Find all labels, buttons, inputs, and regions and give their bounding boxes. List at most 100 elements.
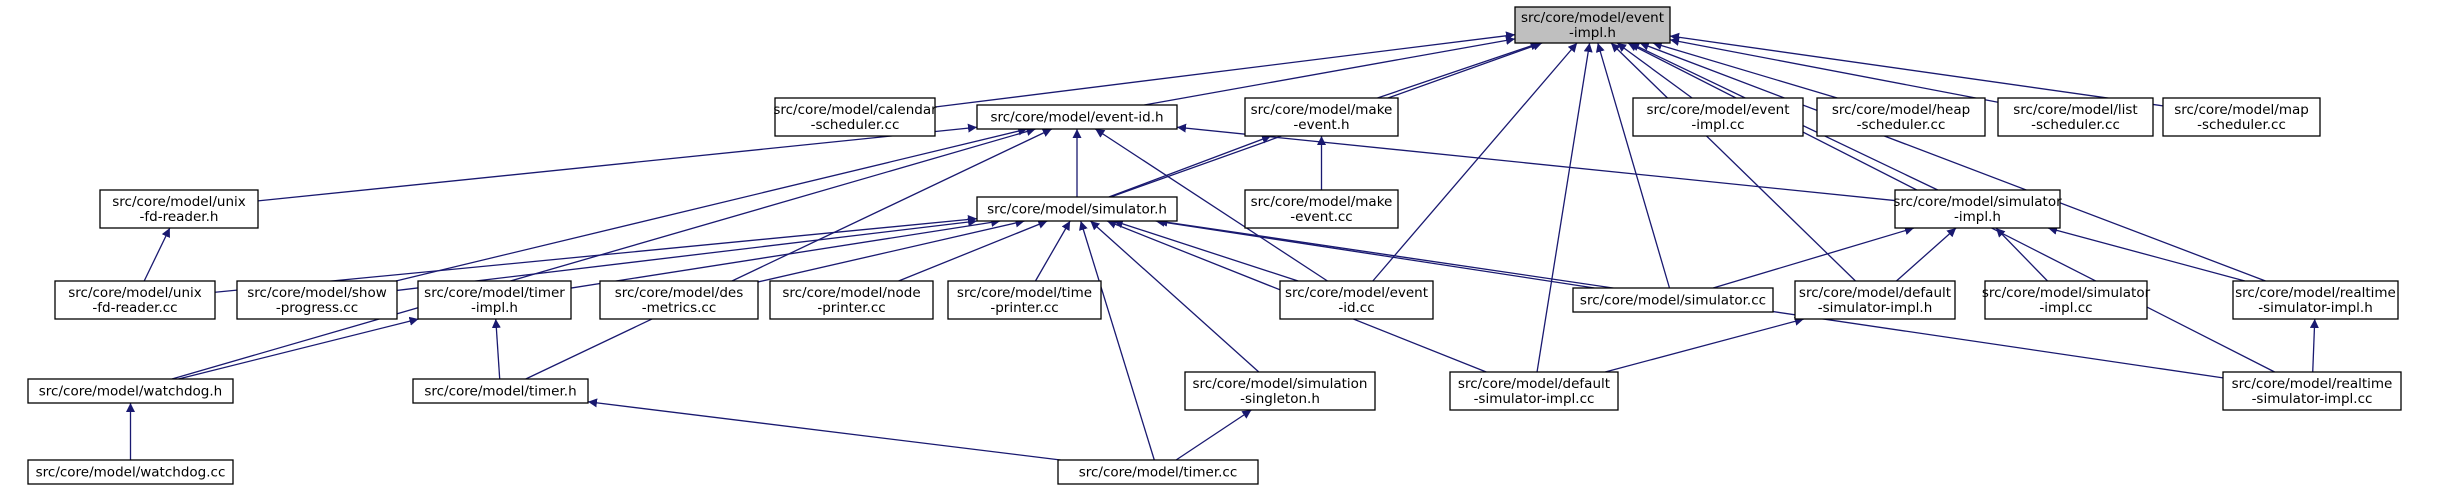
- node-box: [236, 280, 398, 320]
- node-unix-fd-reader-h[interactable]: src/core/model/unix-fd-reader.h: [99, 189, 259, 229]
- node-label-line: -simulator-impl.cc: [2252, 391, 2373, 407]
- edge-timer-h-to-timer-impl-h: [491, 318, 501, 380]
- edge-line: [2047, 225, 2246, 282]
- edge-des-metrics-cc-to-simulator-h: [757, 218, 1025, 283]
- node-label-line: -impl.h: [1569, 25, 1616, 41]
- node-label-line: -scheduler.cc: [2031, 117, 2120, 133]
- node-label-line: src/core/model/heap: [1832, 102, 1970, 118]
- edge-line: [1610, 42, 1856, 282]
- nodes-layer: src/core/model/event-impl.h src/core/mode…: [27, 6, 2402, 485]
- edge-show-progress-cc-to-simulator-h: [396, 217, 978, 292]
- node-label-line: src/core/model/make: [1251, 102, 1393, 118]
- node-box: [2162, 97, 2321, 137]
- node-simulator-h[interactable]: src/core/model/simulator.h: [976, 196, 1178, 222]
- edge-line: [178, 316, 419, 380]
- edge-list-scheduler-cc-to-event-impl-h: [1669, 37, 1999, 103]
- edge-calendar-scheduler-cc-to-event-impl-h: [934, 31, 1516, 108]
- node-unix-fd-reader-cc[interactable]: src/core/model/unix-fd-reader.cc: [54, 280, 216, 320]
- edge-line: [1605, 316, 1804, 373]
- node-label-line: -progress.cc: [276, 300, 358, 316]
- node-simulator-impl-h[interactable]: src/core/model/simulator-impl.h: [1893, 189, 2062, 229]
- node-realtime-simulator-impl-cc[interactable]: src/core/model/realtime-simulator-impl.c…: [2222, 371, 2402, 411]
- node-event-impl-cc[interactable]: src/core/model/event-impl.cc: [1632, 97, 1804, 137]
- edge-line: [1639, 41, 2266, 282]
- node-event-id-h[interactable]: src/core/model/event-id.h: [976, 104, 1178, 130]
- edge-unix-fd-reader-h-to-event-id-h: [257, 123, 978, 202]
- node-box: [1514, 6, 1671, 44]
- node-watchdog-cc[interactable]: src/core/model/watchdog.cc: [27, 459, 234, 485]
- node-list-scheduler-cc[interactable]: src/core/model/list-scheduler.cc: [1997, 97, 2154, 137]
- node-default-simulator-impl-cc[interactable]: src/core/model/default-simulator-impl.cc: [1449, 371, 1619, 411]
- node-box: [976, 196, 1178, 222]
- node-default-simulator-impl-h[interactable]: src/core/model/default-simulator-impl.h: [1794, 280, 1956, 320]
- edge-event-id-cc-to-event-id-h: [1094, 128, 1328, 282]
- node-label-line: -impl.h: [1954, 209, 2001, 225]
- node-time-printer-cc[interactable]: src/core/model/time-printer.cc: [947, 280, 1102, 320]
- node-heap-scheduler-cc[interactable]: src/core/model/heap-scheduler.cc: [1816, 97, 1986, 137]
- node-box: [1057, 459, 1259, 485]
- edge-line: [143, 227, 171, 282]
- edge-heap-scheduler-cc-to-event-impl-h: [1652, 41, 1838, 99]
- edge-simulator-h-to-make-event-h: [1108, 134, 1272, 198]
- node-watchdog-h[interactable]: src/core/model/watchdog.h: [27, 378, 234, 404]
- edge-timer-cc-to-simulation-singleton-h: [1175, 409, 1252, 461]
- node-label-line: src/core/model/show: [247, 285, 387, 301]
- node-box: [1794, 280, 1956, 320]
- node-realtime-simulator-impl-h[interactable]: src/core/model/realtime-simulator-impl.h: [2232, 280, 2399, 320]
- node-box: [1997, 97, 2154, 137]
- node-calendar-scheduler-cc[interactable]: src/core/model/calendar-scheduler.cc: [773, 97, 937, 137]
- edge-unix-fd-reader-cc-to-unix-fd-reader-h: [143, 227, 171, 282]
- edge-line: [1616, 42, 1693, 99]
- edge-line: [1144, 35, 1516, 106]
- node-event-impl-h[interactable]: src/core/model/event-impl.h: [1514, 6, 1671, 44]
- edge-line: [1372, 42, 1578, 282]
- node-box: [2222, 371, 2402, 411]
- edge-default-simulator-impl-h-to-event-impl-h: [1610, 42, 1856, 282]
- node-label-line: -event.h: [1293, 117, 1349, 133]
- node-make-event-cc[interactable]: src/core/model/make-event.cc: [1244, 189, 1399, 229]
- node-timer-h[interactable]: src/core/model/timer.h: [412, 378, 589, 404]
- edge-line: [898, 220, 1048, 282]
- edge-line: [1652, 41, 1838, 99]
- node-box: [1572, 287, 1774, 313]
- edge-line: [570, 217, 1001, 289]
- node-box: [1184, 371, 1376, 411]
- node-label-line: -fd-reader.cc: [92, 300, 177, 316]
- node-label-line: src/core/model/make: [1251, 194, 1393, 210]
- node-label-line: -simulator-impl.h: [2258, 300, 2373, 316]
- node-label-line: -singleton.h: [1240, 391, 1320, 407]
- edge-event-impl-cc-to-event-impl-h: [1616, 42, 1693, 99]
- node-map-scheduler-cc[interactable]: src/core/model/map-scheduler.cc: [2162, 97, 2321, 137]
- node-des-metrics-cc[interactable]: src/core/model/des-metrics.cc: [599, 280, 759, 320]
- edge-line: [1712, 226, 1915, 289]
- node-box: [99, 189, 259, 229]
- edge-line: [257, 123, 978, 202]
- edge-watchdog-h-to-event-id-h: [171, 127, 1036, 380]
- node-box: [1279, 280, 1434, 320]
- node-event-id-cc[interactable]: src/core/model/event-id.cc: [1279, 280, 1434, 320]
- node-make-event-h[interactable]: src/core/model/make-event.h: [1244, 97, 1399, 137]
- node-timer-cc[interactable]: src/core/model/timer.cc: [1057, 459, 1259, 485]
- node-simulator-cc[interactable]: src/core/model/simulator.cc: [1572, 287, 1774, 313]
- node-label-line: src/core/model/timer.h: [424, 384, 576, 400]
- node-label-line: -impl.cc: [2039, 300, 2092, 316]
- edge-realtime-simulator-impl-h-to-event-impl-h: [1639, 41, 2266, 282]
- edge-watchdog-h-to-timer-impl-h: [178, 316, 419, 380]
- node-label-line: -id.cc: [1338, 300, 1374, 316]
- edge-timer-impl-h-to-simulator-h: [570, 217, 1001, 289]
- node-label-line: src/core/model/unix: [112, 194, 245, 210]
- node-show-progress-cc[interactable]: src/core/model/show-progress.cc: [236, 280, 398, 320]
- edge-line: [1895, 227, 1957, 282]
- node-simulation-singleton-h[interactable]: src/core/model/simulation-singleton.h: [1184, 371, 1376, 411]
- edge-line: [395, 126, 1028, 282]
- node-label-line: src/core/model/simulator.h: [987, 202, 1167, 218]
- edge-line: [171, 127, 1036, 380]
- node-label-line: -fd-reader.h: [140, 209, 219, 225]
- node-label-line: src/core/model/time: [957, 285, 1092, 301]
- node-node-printer-cc[interactable]: src/core/model/node-printer.cc: [769, 280, 934, 320]
- node-simulator-impl-cc[interactable]: src/core/model/simulator-impl.cc: [1982, 280, 2151, 320]
- node-timer-impl-h[interactable]: src/core/model/timer-impl.h: [417, 280, 572, 320]
- edge-line: [1669, 37, 1999, 103]
- node-label-line: src/core/model/realtime: [2235, 285, 2396, 301]
